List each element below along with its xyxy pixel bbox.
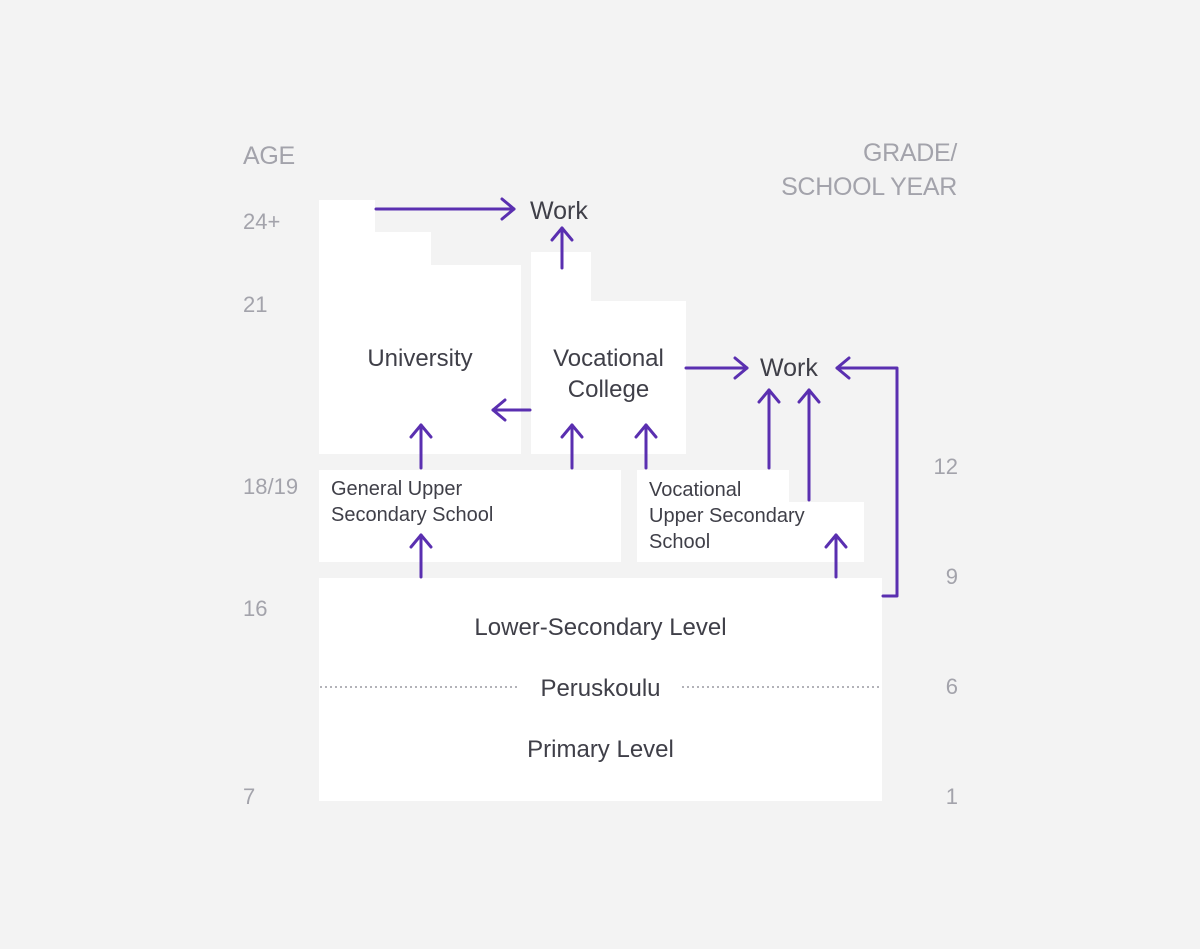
vocational-upper-secondary-block xyxy=(637,502,864,562)
arrow-peruskoulu-to-vocational-upper xyxy=(824,533,848,579)
arrow-peruskoulu-to-work xyxy=(835,356,899,598)
arrow-vocational-upper-to-vocational-college xyxy=(634,423,658,470)
arrow-vocational-upper-to-work-2 xyxy=(797,388,821,502)
arrow-vocational-college-to-work-right xyxy=(684,356,749,380)
grade-axis-title-line1: GRADE/ xyxy=(862,139,957,167)
lower-secondary-label: Lower-Secondary Level xyxy=(474,614,727,641)
age-tick-16: 16 xyxy=(243,596,268,621)
work-right-label: Work xyxy=(760,354,818,382)
peruskoulu-label: Peruskoulu xyxy=(540,675,661,702)
grade-tick-6: 6 xyxy=(945,674,958,699)
general-upper-label-line2: Secondary School xyxy=(331,504,494,526)
arrow-vocational-college-to-university xyxy=(491,398,532,422)
arrow-peruskoulu-to-general-upper xyxy=(409,533,433,579)
university-block xyxy=(319,265,521,454)
grade-axis-title-line2: SCHOOL YEAR xyxy=(781,173,957,201)
grade-tick-1: 1 xyxy=(945,784,958,809)
arrow-vocational-upper-to-work-1 xyxy=(757,388,781,470)
primary-level-label: Primary Level xyxy=(527,736,674,763)
vocational-college-label-line1: Vocational xyxy=(553,345,664,372)
vocational-upper-label-line1: Vocational xyxy=(649,479,742,501)
grade-tick-9: 9 xyxy=(945,564,958,589)
peruskoulu-block xyxy=(319,578,882,801)
arrow-university-to-work xyxy=(374,197,516,221)
age-axis-title: AGE xyxy=(243,142,295,170)
arrow-general-upper-to-university xyxy=(409,423,433,470)
vocational-college-block xyxy=(531,301,686,454)
vocational-upper-label-line3: School xyxy=(649,531,711,553)
arrow-vocational-college-to-work-top xyxy=(550,226,574,270)
age-tick-18-19: 18/19 xyxy=(243,474,299,499)
university-label: University xyxy=(367,345,473,372)
age-tick-24: 24+ xyxy=(243,209,281,234)
general-upper-secondary-block xyxy=(319,470,621,562)
grade-tick-12: 12 xyxy=(933,454,958,479)
general-upper-label-line1: General Upper xyxy=(331,478,463,500)
age-tick-21: 21 xyxy=(243,292,268,317)
vocational-upper-label-line2: Upper Secondary xyxy=(649,505,805,527)
work-top-label: Work xyxy=(530,197,588,225)
age-tick-7: 7 xyxy=(243,784,256,809)
vocational-college-label-line2: College xyxy=(567,376,650,403)
arrow-general-upper-to-vocational-college xyxy=(560,423,584,470)
